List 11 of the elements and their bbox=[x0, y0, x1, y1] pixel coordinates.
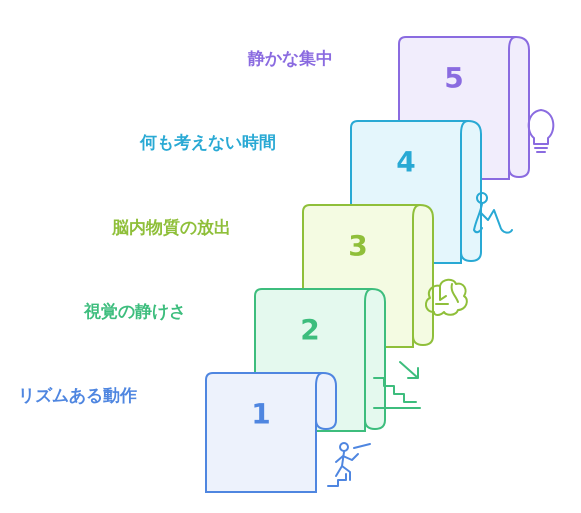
step-label: 静かな集中 bbox=[248, 48, 333, 70]
step-number: 3 bbox=[348, 230, 368, 262]
step-label: 視覚の静けさ bbox=[84, 301, 186, 323]
scroll-shape bbox=[205, 372, 337, 493]
step-number: 1 bbox=[251, 398, 271, 430]
step-label: 脳内物質の放出 bbox=[112, 217, 231, 239]
step-number: 5 bbox=[444, 62, 464, 94]
step-label: 何も考えない時間 bbox=[140, 132, 276, 154]
step-label: リズムある動作 bbox=[18, 385, 137, 407]
step-number: 4 bbox=[396, 146, 416, 178]
step-number: 2 bbox=[300, 314, 320, 346]
